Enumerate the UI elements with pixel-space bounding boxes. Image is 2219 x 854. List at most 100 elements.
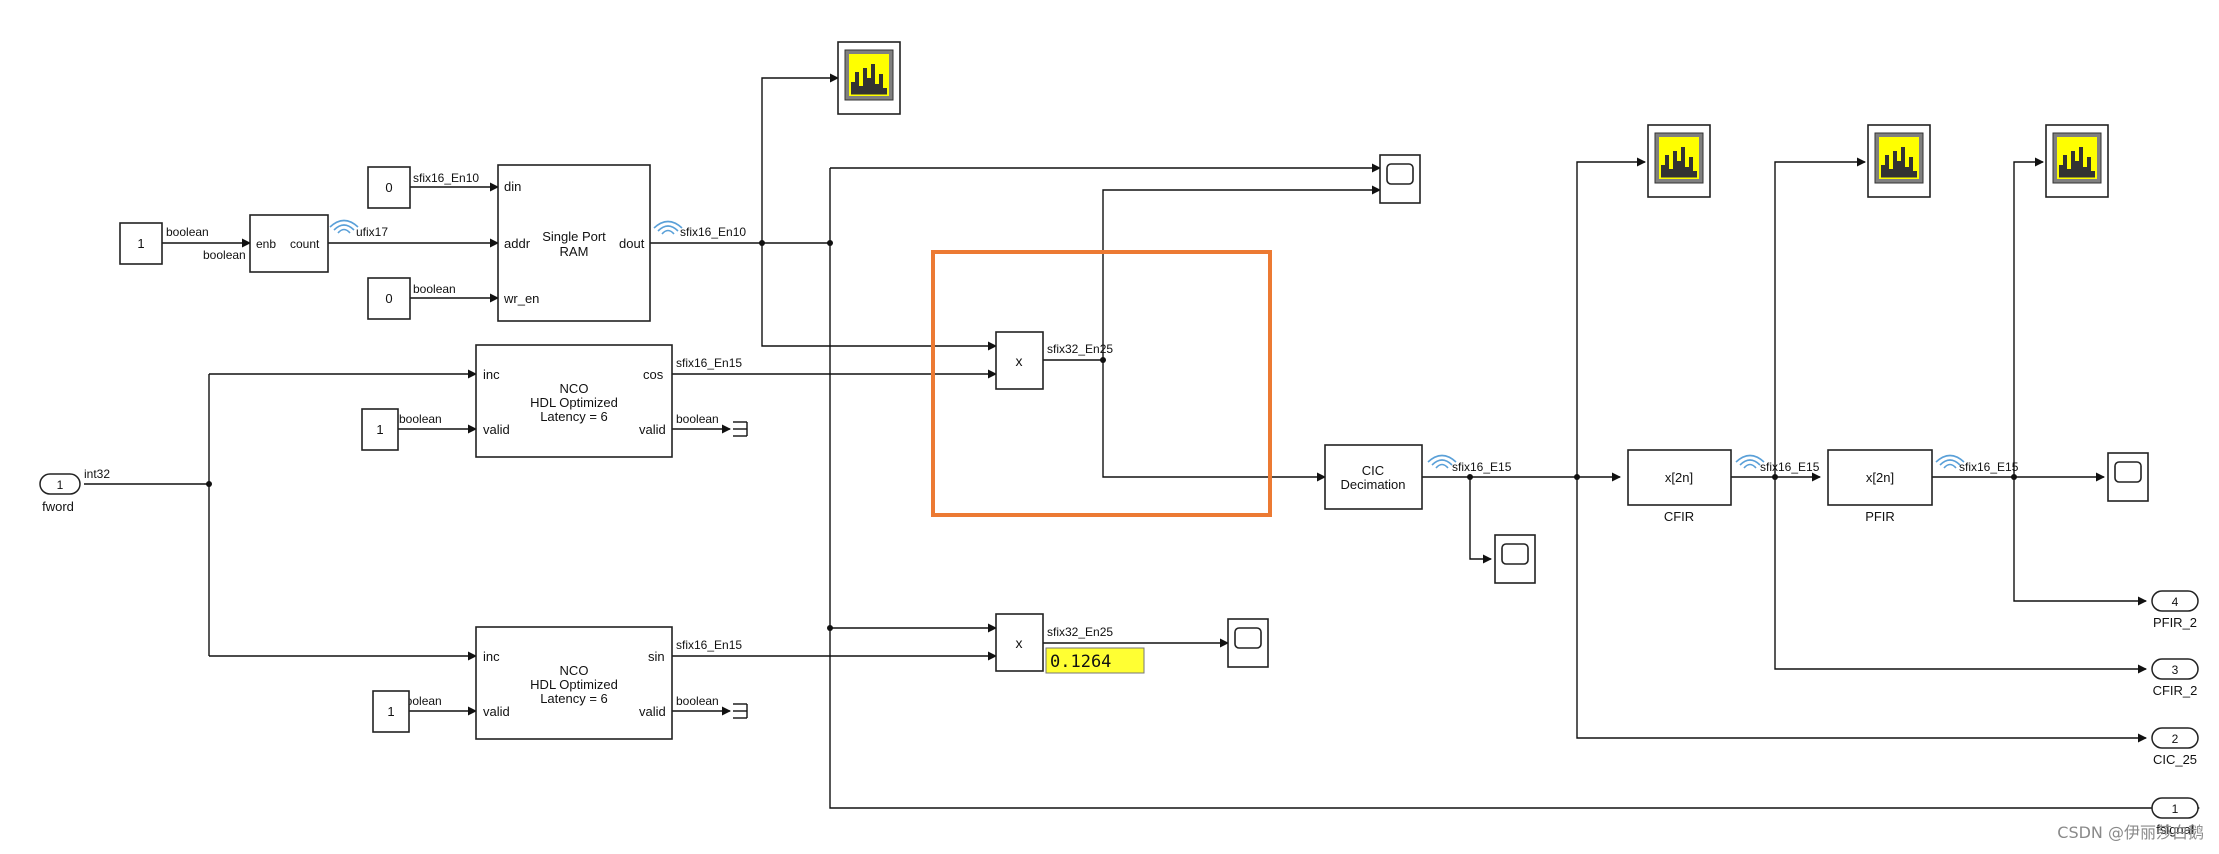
time-scope-top[interactable]	[1379, 154, 1421, 204]
constant-block-enable[interactable]: 1	[119, 222, 163, 265]
ram-din-port: din	[504, 179, 521, 194]
type-label: boolean	[676, 412, 719, 426]
nco-block-cos[interactable]: inc valid cos valid NCO HDL Optimized La…	[475, 344, 673, 458]
testpoint-icon	[329, 219, 359, 234]
constant-block-valid-top[interactable]: 1	[361, 408, 399, 451]
outport-number: 4	[2172, 595, 2179, 609]
ram-title: Single Port	[542, 229, 606, 244]
nco-title: Latency = 6	[540, 409, 608, 424]
type-label: ufix17	[356, 225, 388, 239]
spectrum-analyzer-scope-cic[interactable]	[1647, 124, 1711, 198]
display-block[interactable]: 0.1264	[1045, 647, 1145, 674]
counter-count-port: count	[290, 237, 320, 251]
ram-addr-port: addr	[504, 236, 531, 251]
type-label: boolean	[413, 282, 456, 296]
outport-fsignal[interactable]: 1 fsignal	[2151, 797, 2199, 837]
terminator-top[interactable]	[732, 421, 748, 437]
watermark-text: CSDN @伊丽莎白鹅	[2057, 823, 2204, 842]
branch-points	[206, 240, 2017, 631]
single-port-ram-block[interactable]: din addr wr_en dout Single Port RAM	[497, 164, 651, 322]
ram-title: RAM	[560, 244, 589, 259]
spectrum-scope-icon	[2045, 124, 2109, 198]
cic-decimation-block[interactable]: CIC Decimation	[1324, 444, 1423, 510]
outport-name: fsignal	[2156, 822, 2194, 837]
scope-icon	[1494, 534, 1536, 584]
constant-block-valid-bottom[interactable]: 1	[372, 690, 410, 733]
nco-title: Latency = 6	[540, 691, 608, 706]
type-label: boolean	[203, 248, 246, 262]
nco-valid-out-port: valid	[639, 704, 666, 719]
spectrum-analyzer-scope-1[interactable]	[837, 41, 901, 115]
constant-block-wr-en[interactable]: 0	[367, 277, 411, 320]
cic-title: Decimation	[1340, 477, 1405, 492]
outport-cfir-2[interactable]: 3 CFIR_2	[2151, 658, 2199, 698]
cfir-block[interactable]: x[2n] CFIR	[1627, 449, 1732, 524]
product-block-bottom[interactable]: x	[995, 613, 1044, 672]
time-scope-cic[interactable]	[1494, 534, 1536, 584]
spectrum-scope-icon	[837, 41, 901, 115]
nco-valid-out-port: valid	[639, 422, 666, 437]
inport-fword[interactable]: 1 fword	[39, 473, 81, 514]
constant-value: 1	[137, 236, 144, 251]
spectrum-analyzer-scope-pfir[interactable]	[2045, 124, 2109, 198]
nco-title: HDL Optimized	[530, 395, 618, 410]
outport-number: 3	[2172, 663, 2179, 677]
outport-name: CIC_25	[2153, 752, 2197, 767]
pfir-name: PFIR	[1865, 509, 1895, 524]
nco-inc-port: inc	[483, 649, 500, 664]
nco-title: NCO	[560, 381, 589, 396]
type-label: sfix32_En25	[1047, 625, 1113, 639]
constant-value: 1	[376, 422, 383, 437]
type-label: sfix16_E15	[1452, 460, 1512, 474]
type-label: boolean	[399, 412, 442, 426]
pfir-block[interactable]: x[2n] PFIR	[1827, 449, 1933, 524]
ram-dout-port: dout	[619, 236, 645, 251]
type-label: int32	[84, 467, 110, 481]
type-label: boolean	[166, 225, 209, 239]
outport-pfir-2[interactable]: 4 PFIR_2	[2151, 590, 2199, 630]
constant-value: 0	[385, 180, 392, 195]
outport-number: 1	[2172, 802, 2179, 816]
outport-name: PFIR_2	[2153, 615, 2197, 630]
outport-cic-25[interactable]: 2 CIC_25	[2151, 727, 2199, 767]
type-label: sfix16_En10	[680, 225, 746, 239]
signal-lines	[84, 73, 2200, 813]
cic-title: CIC	[1362, 463, 1384, 478]
type-label: sfix16_En15	[676, 356, 742, 370]
counter-enb-port: enb	[256, 237, 276, 251]
cfir-symbol: x[2n]	[1665, 470, 1693, 485]
cfir-name: CFIR	[1664, 509, 1694, 524]
type-label: sfix16_En10	[413, 171, 479, 185]
pfir-symbol: x[2n]	[1866, 470, 1894, 485]
product-symbol: x	[1016, 353, 1023, 369]
nco-block-sin[interactable]: inc valid sin valid NCO HDL Optimized La…	[475, 626, 673, 740]
testpoint-icon	[653, 220, 683, 235]
spectrum-analyzer-scope-cfir[interactable]	[1867, 124, 1931, 198]
constant-block-din[interactable]: 0	[367, 166, 411, 209]
terminator-icon	[732, 421, 748, 437]
product-symbol: x	[1016, 635, 1023, 651]
nco-cos-port: cos	[643, 367, 664, 382]
spectrum-scope-icon	[1647, 124, 1711, 198]
type-label: boolean	[676, 694, 719, 708]
type-label: sfix16_E15	[1959, 460, 2019, 474]
nco-title: HDL Optimized	[530, 677, 618, 692]
inport-number: 1	[57, 478, 64, 492]
spectrum-scope-icon	[1867, 124, 1931, 198]
terminator-icon	[732, 703, 748, 719]
signal-type-labels: boolean boolean ufix17 sfix16_En10 boole…	[84, 171, 2019, 708]
highlight-box	[931, 250, 1272, 517]
nco-sin-port: sin	[648, 649, 665, 664]
product-block-top[interactable]: x	[995, 331, 1044, 390]
scope-icon	[1227, 618, 1269, 668]
nco-inc-port: inc	[483, 367, 500, 382]
terminator-bottom[interactable]	[732, 703, 748, 719]
nco-title: NCO	[560, 663, 589, 678]
time-scope-product[interactable]	[1227, 618, 1269, 668]
inport-name: fword	[42, 499, 74, 514]
counter-block[interactable]: enb count	[249, 214, 329, 273]
nco-valid-in-port: valid	[483, 422, 510, 437]
time-scope-pfir[interactable]	[2107, 452, 2149, 502]
constant-value: 0	[385, 291, 392, 306]
